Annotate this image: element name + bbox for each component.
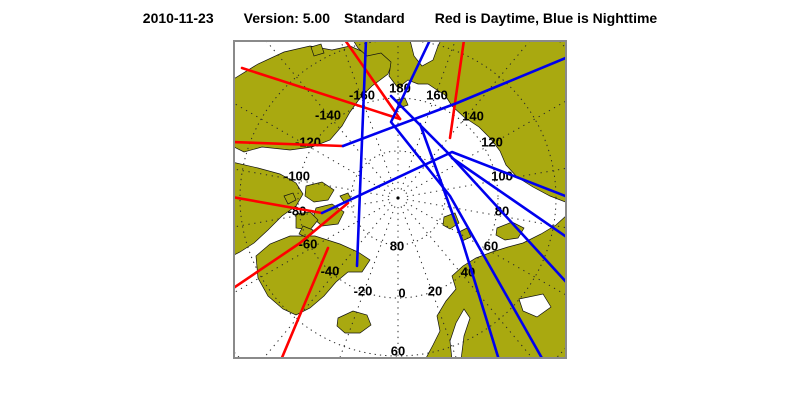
track-day-3: [233, 140, 345, 148]
meridian-80: [406, 167, 567, 197]
track-night-2: [389, 40, 544, 359]
title-legend: Red is Daytime, Blue is Nighttime: [434, 10, 658, 26]
meridian-60: [405, 99, 567, 194]
track-night-4: [320, 150, 567, 215]
parallel-circle-2: [239, 40, 557, 357]
landmass-arctic-island-3: [295, 211, 319, 231]
meridian-140: [403, 204, 534, 359]
track-day-2: [343, 40, 402, 121]
water-white-sea: [518, 293, 552, 318]
track-night-7: [450, 156, 567, 239]
parallel-circle-1: [297, 97, 499, 299]
longitude-label-160: 160: [426, 87, 448, 102]
landmass-canada: [233, 161, 304, 256]
title-version: Version: 5.00: [243, 10, 331, 26]
title-mode: Standard: [344, 10, 405, 26]
longitude-label-0: 0: [398, 285, 405, 300]
longitude-label--100: -100: [284, 168, 310, 183]
track-night-3: [341, 56, 567, 148]
meridian-40: [403, 40, 532, 192]
track-night-6: [418, 122, 501, 359]
longitude-label-60: 60: [484, 238, 498, 253]
landmass-wrangel-islet: [310, 43, 325, 57]
meridian-260: [233, 199, 390, 228]
landmass-arctic-island-4: [283, 192, 297, 205]
latitude-label-80: 80: [390, 238, 404, 253]
meridian-100: [406, 199, 567, 229]
longitude-label--140: -140: [315, 107, 341, 122]
meridian-280: [233, 168, 390, 197]
landmass-arctic-island-1: [304, 181, 335, 203]
latitude-label-60: 60: [391, 343, 405, 358]
title-date: 2010-11-23: [142, 10, 214, 26]
track-day-6: [280, 246, 330, 359]
track-day-5: [233, 201, 350, 290]
meridian-320: [264, 40, 393, 192]
meridian-300: [233, 102, 391, 194]
longitude-label-120: 120: [481, 134, 503, 149]
title-bar: 2010-11-23 Version: 5.00 Standard Red is…: [0, 10, 800, 26]
track-day-4: [233, 195, 324, 215]
longitude-label--60: -60: [299, 236, 318, 251]
longitude-label-140: 140: [462, 108, 484, 123]
track-night-1: [355, 40, 368, 268]
landmass-iceland: [336, 310, 372, 334]
longitude-label--20: -20: [354, 283, 373, 298]
meridian-340: [339, 40, 396, 190]
longitude-label--160: -160: [349, 87, 375, 102]
longitude-label--40: -40: [321, 263, 340, 278]
longitude-label-20: 20: [428, 283, 442, 298]
water-gulf-of-bothnia: [449, 308, 471, 359]
track-day-1: [240, 66, 402, 121]
longitude-label--120: -120: [295, 134, 321, 149]
track-day-7: [448, 40, 466, 140]
pole-marker: [396, 196, 400, 200]
map-frame: [233, 40, 567, 359]
track-night-5: [389, 94, 567, 285]
meridian-240: [233, 202, 391, 294]
meridian-20: [400, 40, 457, 190]
meridian-120: [405, 202, 567, 297]
parallel-circle-0: [350, 150, 446, 246]
